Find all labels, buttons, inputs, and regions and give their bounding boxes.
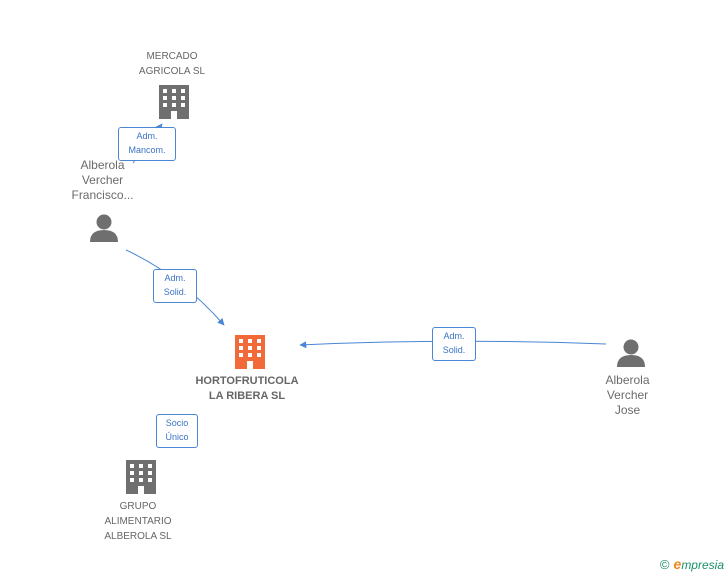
node-label-francisco[interactable]: Alberola Vercher Francisco... [71, 158, 134, 202]
building-icon [159, 85, 189, 119]
edge-badge-francisco-mercado: Adm. Mancom. [118, 127, 176, 161]
edge-badge-jose-horto: Adm. Solid. [432, 327, 476, 361]
person-icon [617, 339, 645, 367]
node-label-hortofruticola[interactable]: HORTOFRUTICOLA LA RIBERA SL [195, 375, 299, 402]
building-icon [126, 460, 156, 494]
brand-logo-initial: e [673, 556, 682, 572]
edge-badge-horto-grupo: Socio Único [156, 414, 198, 448]
brand-logo-text: mpresia [681, 558, 724, 572]
node-label-jose[interactable]: Alberola Vercher Jose [605, 373, 650, 417]
edge-badge-francisco-horto: Adm. Solid. [153, 269, 197, 303]
copyright-icon: © [659, 557, 670, 572]
node-label-grupo[interactable]: GRUPO ALIMENTARIO ALBEROLA SL [104, 501, 172, 542]
building-icon [235, 335, 265, 369]
node-label-mercado[interactable]: MERCADO AGRICOLA SL [138, 51, 206, 77]
footer-brand[interactable]: ©empresia [660, 556, 724, 572]
person-icon [90, 214, 118, 242]
